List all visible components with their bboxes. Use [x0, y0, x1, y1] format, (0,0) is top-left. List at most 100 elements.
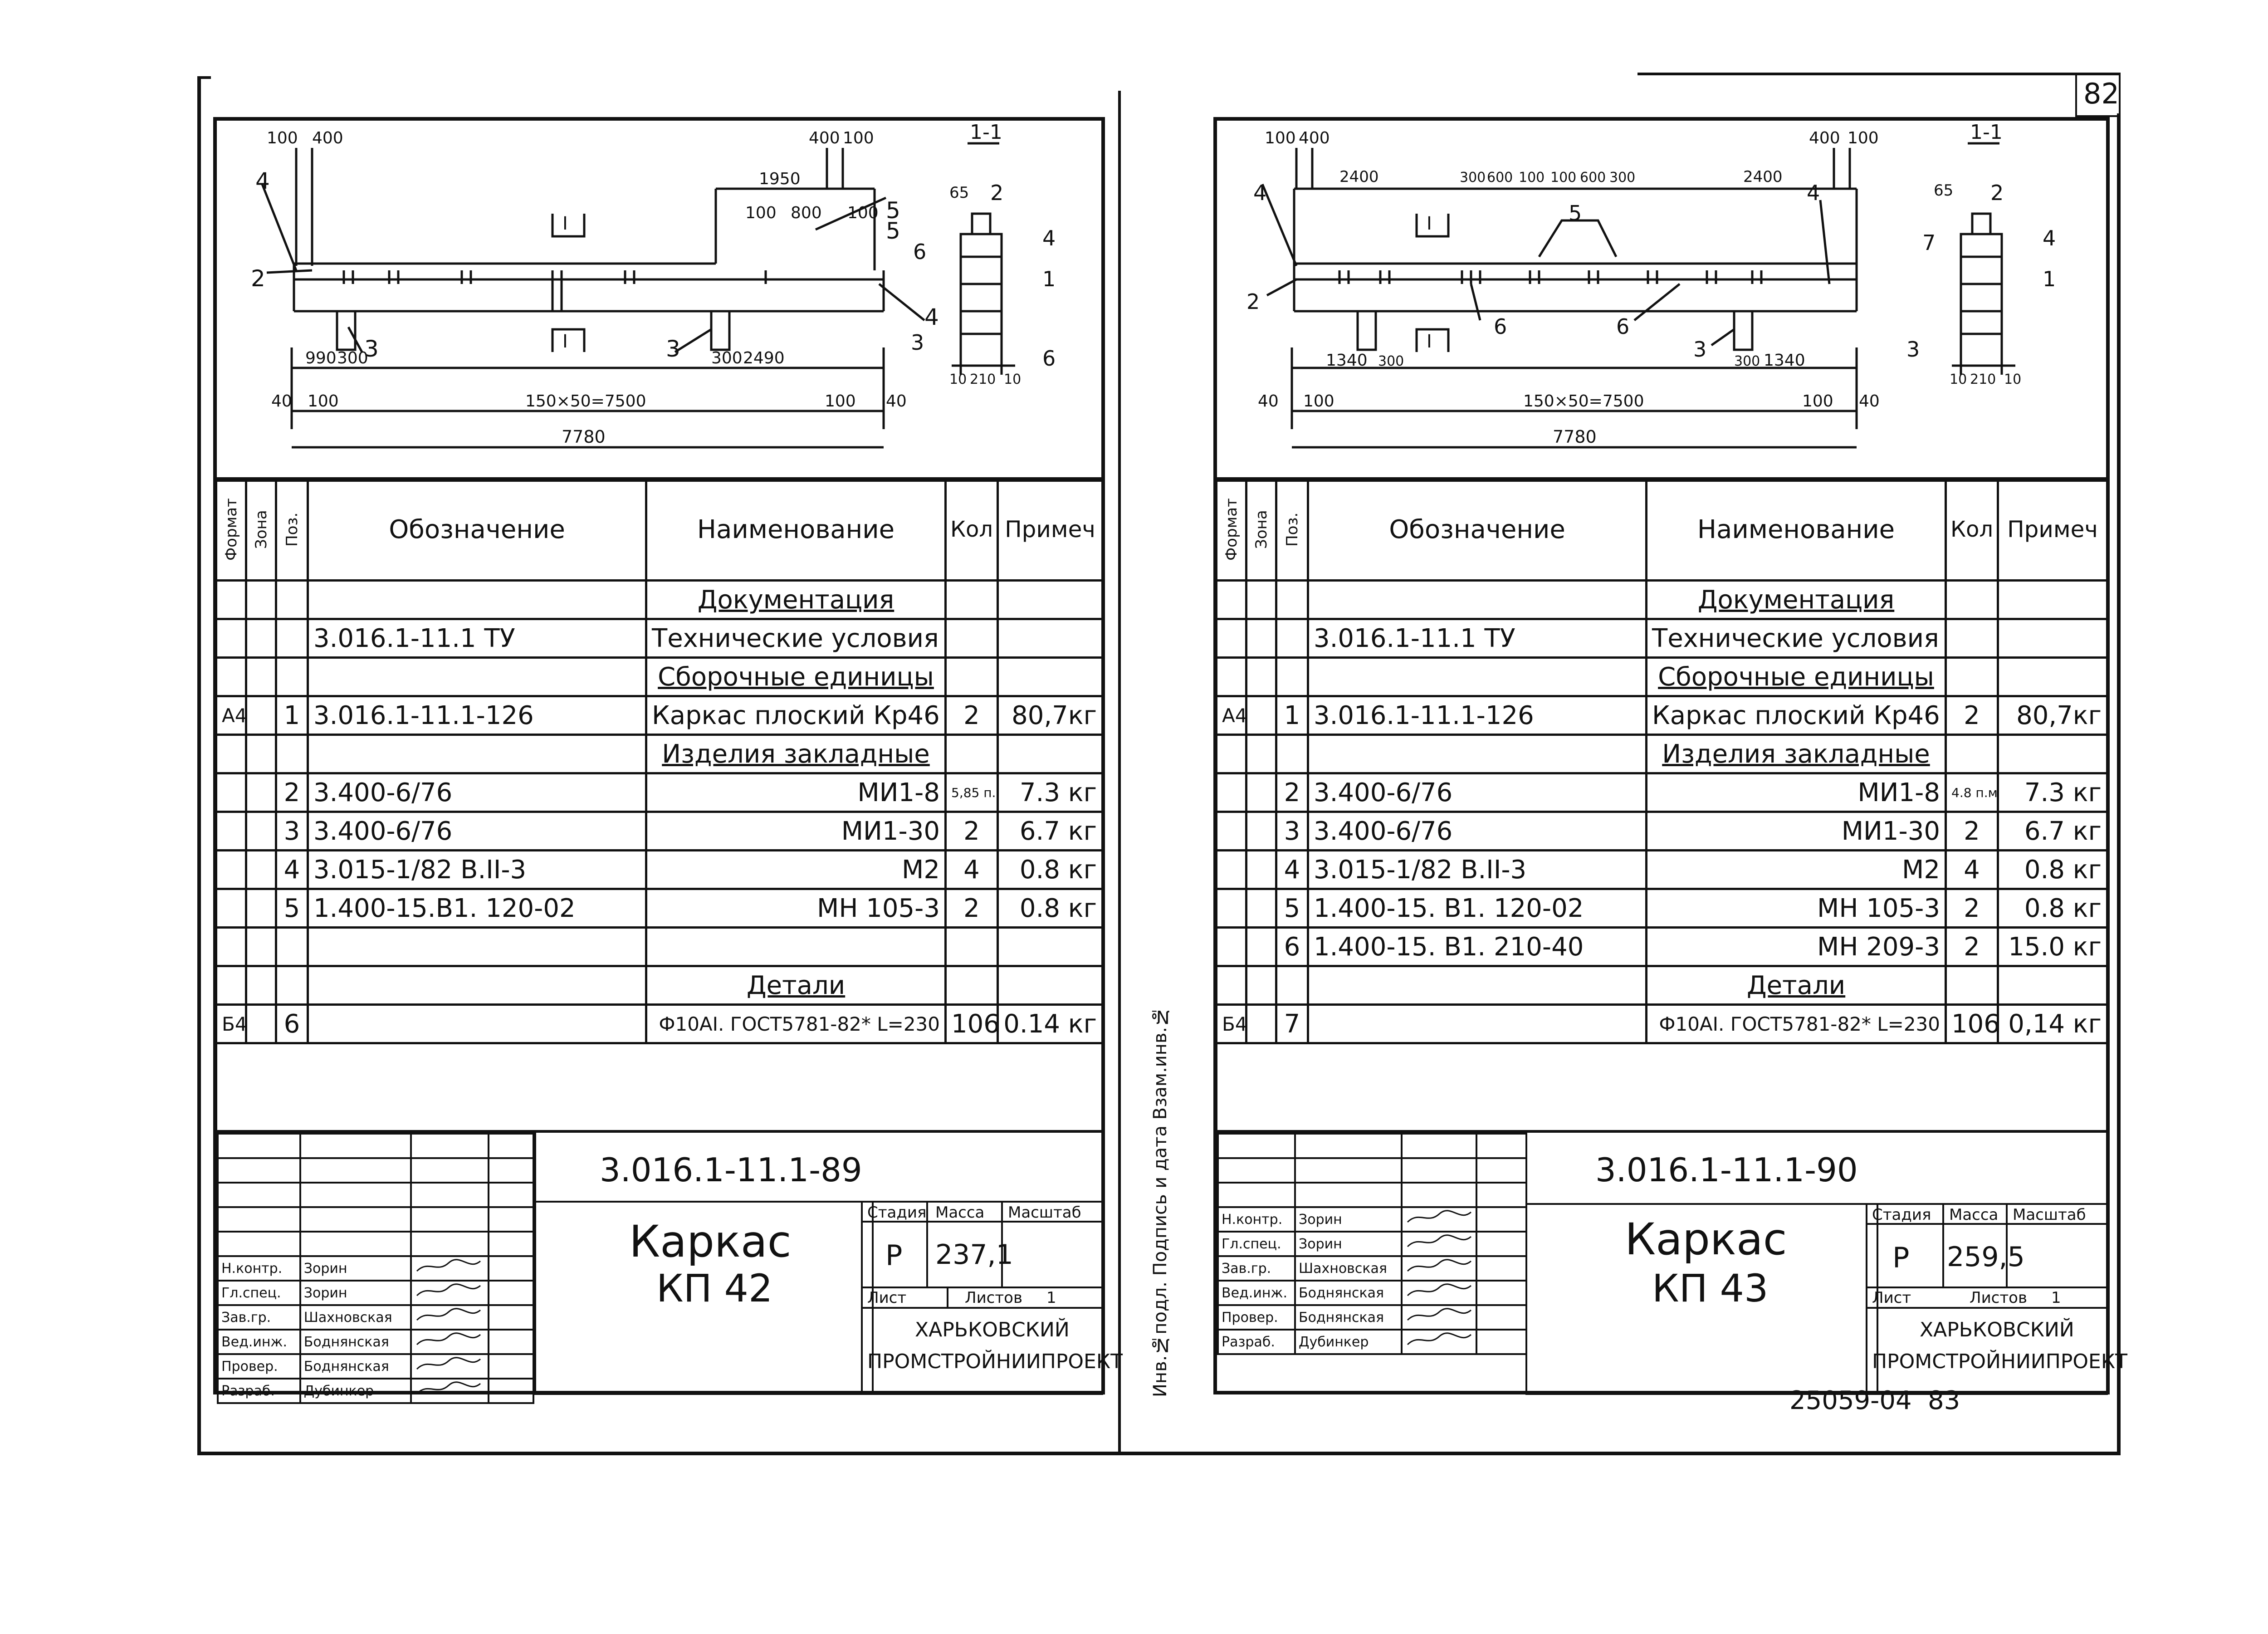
cell-format: А4 — [1215, 695, 1247, 736]
r-section-pos-1: 1 — [2043, 267, 2056, 291]
r-dim-top-r-1: 400 — [1809, 129, 1840, 147]
r-pos-label-3: 5 — [1569, 201, 1582, 225]
cell-qty: 2 — [944, 811, 999, 851]
r-dim-mid-7: 300 — [1609, 170, 1635, 186]
r-dim-top-r-2: 100 — [1848, 129, 1879, 147]
left-sheets-label: Листов — [965, 1289, 1023, 1307]
cell-name: МН 105-3 — [1645, 888, 1947, 929]
signer-role: Провер. — [217, 1353, 301, 1380]
cell-zone — [245, 656, 277, 697]
signature — [1401, 1206, 1477, 1233]
cell-name: МИ1-30 — [645, 811, 947, 851]
r-dim-row2-2: 100 — [1303, 392, 1334, 411]
signer-name: Зорин — [299, 1255, 412, 1282]
bottom-page-number: 83 — [1928, 1386, 1960, 1415]
left-title-box: Каркас КП 42 — [534, 1201, 874, 1395]
signature — [410, 1280, 490, 1306]
right-org-line1: ХАРЬКОВСКИЙ — [1920, 1318, 2074, 1341]
signer-role: Разраб. — [217, 1378, 301, 1404]
table-row — [215, 926, 1104, 967]
right-title-line2: КП 43 — [1652, 1266, 1769, 1311]
cell-qty: 106 — [1945, 1003, 1999, 1044]
cell-name: М2 — [1645, 849, 1947, 890]
spec-header-row: Формат Зона Поз. Обозначение Наименовани… — [216, 477, 1104, 582]
cell-name: Детали — [645, 965, 947, 1006]
cell-designation — [307, 965, 647, 1006]
dim-r2-3: 100 — [847, 204, 879, 222]
col-pos: Поз. — [276, 478, 308, 581]
signer-row: Вед.инж.Боднянская — [217, 1329, 534, 1355]
sign-date — [488, 1280, 534, 1306]
cell-pos: 1 — [275, 695, 309, 736]
cell-designation — [307, 579, 647, 620]
cell-designation: 3.016.1-11.1 ТУ — [307, 618, 647, 659]
signer-name: Зорин — [1294, 1231, 1403, 1257]
r-section-dim-2: 210 — [1970, 372, 1996, 387]
left-sheet-label: Лист — [867, 1289, 907, 1307]
sign-date — [1476, 1231, 1527, 1257]
signer-role: Гл.спец. — [217, 1280, 301, 1306]
pos-label-1: 4 — [255, 168, 270, 194]
cell-format — [215, 656, 247, 697]
r-col-format: Формат — [1216, 478, 1246, 581]
cell-format — [215, 926, 247, 967]
cell-zone — [245, 734, 277, 774]
signature-scribble — [416, 1357, 481, 1370]
table-row: Детали — [1215, 965, 2108, 1006]
cell-qty — [944, 579, 999, 620]
right-sheet-label: Лист — [1872, 1289, 1911, 1307]
r-pos-label-7: 4 — [1807, 181, 1820, 205]
r-pos-label-2: 2 — [1246, 289, 1260, 314]
signer-role: Зав.гр. — [1217, 1255, 1296, 1282]
signer-row: Гл.спец.Зорин — [1217, 1231, 1527, 1257]
r-section-mark-top: I — [1427, 213, 1432, 234]
cell-pos: 6 — [1275, 926, 1309, 967]
signer-role: Вед.инж. — [1217, 1280, 1296, 1306]
sign-date — [488, 1353, 534, 1380]
cell-qty — [1945, 965, 1999, 1006]
left-title-line1: Каркас — [629, 1216, 792, 1267]
cell-format — [1215, 734, 1247, 774]
cell-format — [1215, 811, 1247, 851]
r-section-pos-3: 3 — [1906, 337, 1920, 362]
section-dim-3: 10 — [1004, 372, 1021, 387]
cell-pos: 2 — [1275, 772, 1309, 813]
section-pos-6a: 6 — [913, 240, 926, 264]
cell-zone — [1245, 772, 1277, 813]
r-dim-mid-8: 2400 — [1743, 168, 1783, 186]
left-title-line2: КП 42 — [656, 1266, 773, 1311]
right-code-box: 3.016.1-11.1-90 — [1525, 1133, 2106, 1205]
cell-designation: 3.015-1/82 В.II-3 — [1307, 849, 1647, 890]
col-designation: Обозначение — [307, 477, 647, 582]
cell-pos: 3 — [1275, 811, 1309, 851]
cell-format — [215, 888, 247, 929]
cell-pos — [275, 656, 309, 697]
cell-note: 0.8 кг — [997, 849, 1104, 890]
table-row: Изделия закладные — [215, 734, 1104, 774]
outer-frame-right — [2117, 113, 2121, 1455]
cell-zone — [245, 772, 277, 813]
cell-format — [1215, 579, 1247, 620]
cell-zone — [1245, 811, 1277, 851]
pos-label-7: 4 — [924, 304, 939, 330]
cell-qty: 4 — [944, 849, 999, 890]
dim-bot-2: 300 — [337, 349, 368, 367]
col-qty: Кол — [944, 477, 999, 582]
r-col-designation: Обозначение — [1307, 477, 1647, 582]
section-pos-4: 4 — [1042, 226, 1056, 250]
cell-qty — [1945, 579, 1999, 620]
cell-name: Изделия закладные — [1645, 734, 1947, 774]
cell-name: Ф10АI. ГОСТ5781-82* L=230 — [645, 1003, 947, 1044]
table-row: Детали — [215, 965, 1104, 1006]
section-title: 1-1 — [970, 121, 1002, 144]
cell-name: МИ1-30 — [1645, 811, 1947, 851]
cell-note: 0.14 кг — [997, 1003, 1104, 1044]
cell-designation — [1307, 965, 1647, 1006]
col-zone: Зона — [246, 478, 276, 581]
